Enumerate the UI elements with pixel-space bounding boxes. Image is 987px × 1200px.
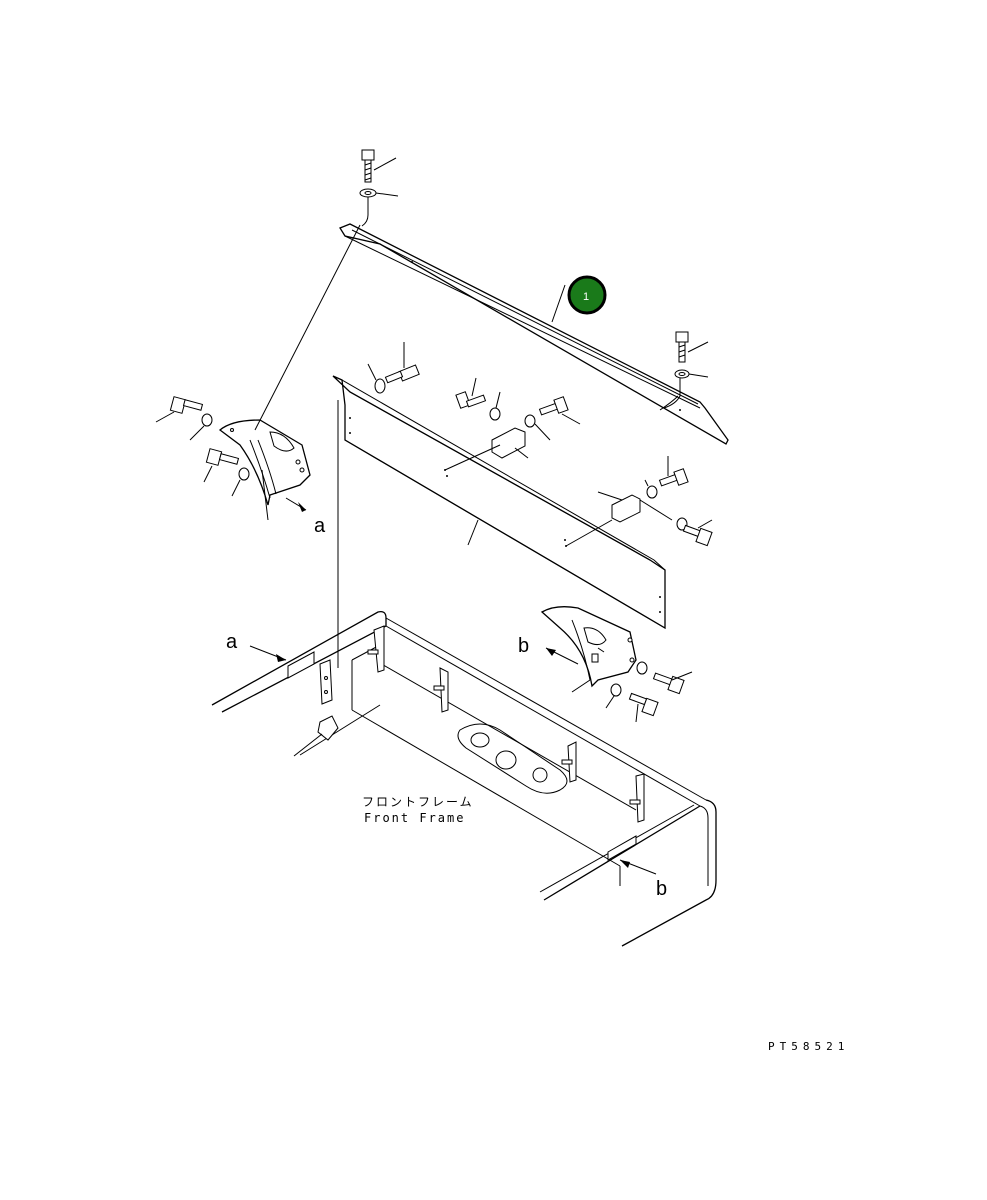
caption-english: Front Frame [364,811,465,825]
caption-japanese: フロントフレーム [362,795,474,809]
bolt-middle-1 [384,342,420,384]
bolt-bracket-b-2 [628,692,659,723]
callout-leader-line [551,284,566,323]
left-bracket [218,419,311,521]
washer-top-right [663,369,709,409]
bolt-top-right [675,331,709,363]
washer-right-1 [639,479,673,521]
bolt-top-left [361,149,397,183]
arrow-a-left [285,497,307,512]
bolt-left-2 [203,448,240,483]
frame-plate-b [607,835,637,861]
figure-code: PT58521 [768,1040,849,1053]
middle-panel [332,375,666,668]
washer-bracket-b-1 [636,661,648,675]
frame-nut [293,715,339,757]
washer-middle-2 [489,391,501,421]
washer-middle-3 [524,414,551,441]
callout-number: 1 [583,291,589,303]
arrow-b-frame [619,859,657,875]
washer-top-left [359,188,399,227]
bolt-left-1 [155,396,204,423]
frame-plate-a [287,651,315,679]
bolt-bracket-b-1 [652,671,693,695]
bolt-middle-2 [455,377,487,409]
clip-middle-1 [444,427,529,471]
label-a-left: a [314,515,326,537]
label-b-frame: b [656,878,667,900]
clip-middle-2 [565,491,641,547]
washer-left-1 [189,413,213,441]
frame-slot-plate [457,723,568,794]
frame-spacer [319,659,333,705]
arrow-a-frame [249,645,287,662]
callout-balloon-1: 1 [567,275,607,315]
washer-left-2 [231,467,250,497]
bolt-middle-3 [538,396,581,425]
washer-middle-1 [367,363,386,394]
front-frame [211,610,717,947]
label-b-bracket: b [518,635,529,657]
bolt-right-2 [682,519,713,547]
right-bracket [540,606,637,693]
washer-bracket-b-2 [605,683,622,709]
frame-tab-1 [367,625,385,673]
bolt-right-1 [658,456,689,487]
frame-tab-2 [433,667,449,713]
leader-cover-to-bracket [254,224,361,431]
label-a-frame: a [226,631,238,653]
frame-tab-4 [629,773,645,823]
frame-tab-3 [561,741,577,783]
top-cover-plate [339,223,729,445]
arrow-b-bracket [545,647,579,665]
